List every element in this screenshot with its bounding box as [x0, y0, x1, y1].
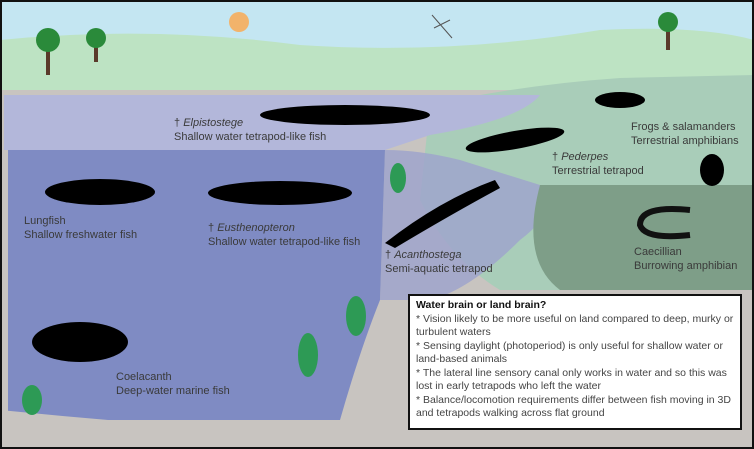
acanthostega-silhouette [385, 180, 500, 248]
pederpes-silhouette [465, 127, 565, 153]
info-box: Water brain or land brain? * Vision like… [408, 294, 742, 430]
sun-icon [229, 12, 249, 32]
transition-water [380, 150, 547, 300]
info-point: * Vision likely to be more useful on lan… [416, 312, 734, 339]
info-point: * Sensing daylight (photoperiod) is only… [416, 339, 723, 366]
info-point: * The lateral line sensory canal only wo… [416, 366, 727, 393]
eusthenopteron-silhouette [208, 181, 352, 205]
elpistostege-silhouette [260, 105, 430, 125]
hills [0, 28, 754, 100]
caecilian-silhouette [636, 206, 691, 240]
seaweed-icon [22, 163, 406, 415]
coelacanth-silhouette [32, 322, 128, 362]
tree-icon [86, 28, 106, 62]
dragonfly-icon [431, 14, 453, 39]
tree-icon [658, 12, 678, 50]
lungfish-silhouette [45, 179, 155, 205]
dark-land [533, 185, 754, 290]
frog-silhouette [700, 154, 724, 186]
tree-icon [36, 28, 60, 75]
info-box-title: Water brain or land brain? [416, 299, 547, 311]
salamander-silhouette [595, 92, 645, 108]
info-point: * Balance/locomotion requirements differ… [416, 393, 731, 420]
seabed [0, 410, 754, 449]
